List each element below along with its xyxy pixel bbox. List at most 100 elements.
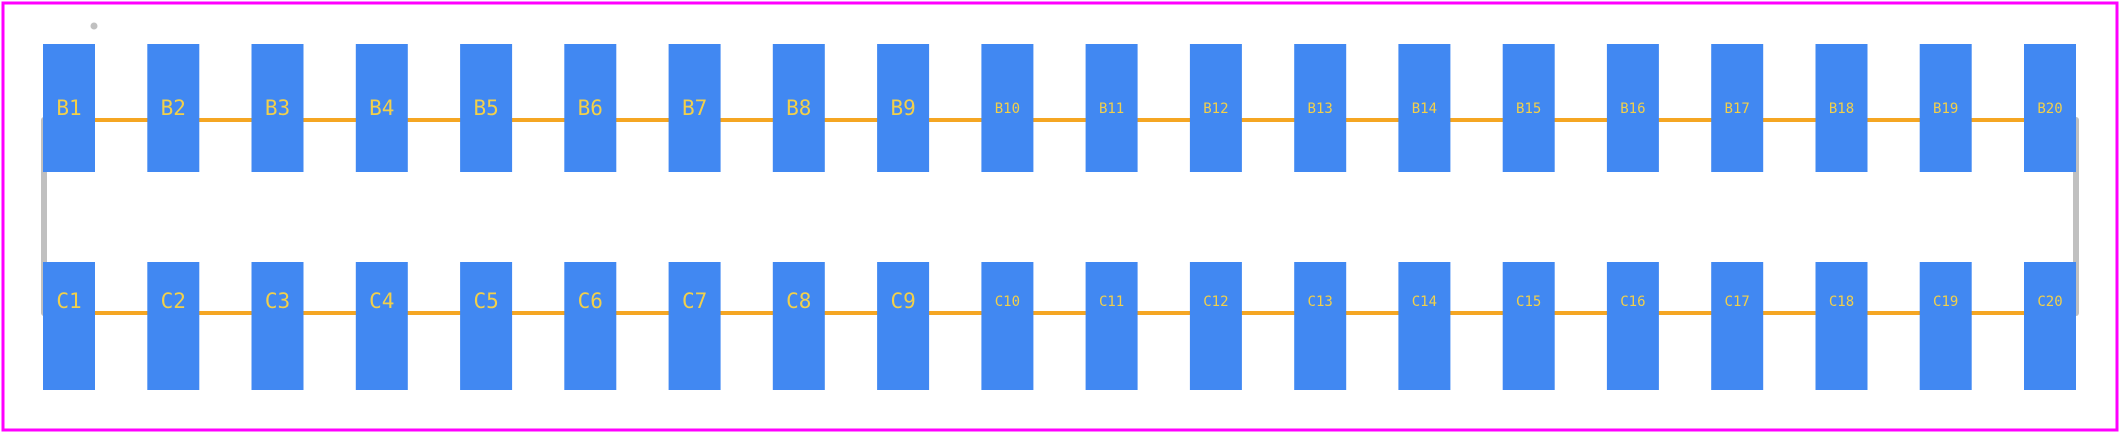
pad-b11[interactable]: B11 <box>1085 44 1138 172</box>
pad-label: C19 <box>1933 294 1958 310</box>
pad-shape <box>251 262 304 390</box>
pad-shape <box>981 44 1034 172</box>
pad-label: B6 <box>578 96 603 120</box>
pad-c7[interactable]: C7 <box>668 262 721 390</box>
pad-label: B11 <box>1099 101 1124 117</box>
pad-shape <box>251 44 304 172</box>
pad-shape <box>877 44 930 172</box>
pad-label: B18 <box>1829 101 1854 117</box>
pad-label: B13 <box>1308 101 1333 117</box>
pad-b4[interactable]: B4 <box>355 44 408 172</box>
pad-label: C4 <box>369 289 394 313</box>
pad-c17[interactable]: C17 <box>1711 262 1764 390</box>
pad-b13[interactable]: B13 <box>1294 44 1347 172</box>
pad-b5[interactable]: B5 <box>460 44 513 172</box>
pad-b7[interactable]: B7 <box>668 44 721 172</box>
pad-c10[interactable]: C10 <box>981 262 1034 390</box>
pad-b16[interactable]: B16 <box>1606 44 1659 172</box>
pad-b1[interactable]: B1 <box>43 44 95 172</box>
pad-label: C7 <box>682 289 707 313</box>
pad-label: C16 <box>1620 294 1645 310</box>
pad-b3[interactable]: B3 <box>251 44 304 172</box>
pad-c19[interactable]: C19 <box>1919 262 1972 390</box>
pad-label: C15 <box>1516 294 1541 310</box>
pad-c2[interactable]: C2 <box>147 262 200 390</box>
pad-shape <box>460 262 513 390</box>
pad-shape <box>877 262 930 390</box>
pad-shape <box>1711 262 1764 390</box>
pad-b6[interactable]: B6 <box>564 44 617 172</box>
pad-label: B3 <box>265 96 290 120</box>
pad-c20[interactable]: C20 <box>2024 262 2076 390</box>
pad-c3[interactable]: C3 <box>251 262 304 390</box>
pad-b8[interactable]: B8 <box>772 44 825 172</box>
pad-label: C9 <box>890 289 915 313</box>
pad-c18[interactable]: C18 <box>1815 262 1868 390</box>
pad-shape <box>564 262 617 390</box>
pad-c4[interactable]: C4 <box>355 262 408 390</box>
pad-shape <box>460 44 513 172</box>
pad-label: B15 <box>1516 101 1541 117</box>
pad-c14[interactable]: C14 <box>1398 262 1451 390</box>
pad-shape <box>1815 44 1868 172</box>
pad-shape <box>1294 44 1347 172</box>
pad-b10[interactable]: B10 <box>981 44 1034 172</box>
pad-shape <box>668 262 721 390</box>
pad-shape <box>147 262 200 390</box>
pad-c16[interactable]: C16 <box>1606 262 1659 390</box>
pad-b2[interactable]: B2 <box>147 44 200 172</box>
pad-shape <box>1294 262 1347 390</box>
pad-shape <box>2024 262 2076 390</box>
pad-shape <box>147 44 200 172</box>
pad-c13[interactable]: C13 <box>1294 262 1347 390</box>
pad-b17[interactable]: B17 <box>1711 44 1764 172</box>
pad-c12[interactable]: C12 <box>1189 262 1242 390</box>
pad-label: C3 <box>265 289 290 313</box>
pad-shape <box>1189 262 1242 390</box>
pad-label: C20 <box>2037 294 2062 310</box>
pad-shape <box>2024 44 2076 172</box>
pad-b9[interactable]: B9 <box>877 44 930 172</box>
pad-c8[interactable]: C8 <box>772 262 825 390</box>
pad-label: B12 <box>1203 101 1228 117</box>
pad-c6[interactable]: C6 <box>564 262 617 390</box>
pad-label: B9 <box>890 96 915 120</box>
pad-c1[interactable]: C1 <box>43 262 95 390</box>
pad-shape <box>1919 44 1972 172</box>
pin1-marker <box>90 22 98 30</box>
pad-label: C2 <box>161 289 186 313</box>
pad-label: B20 <box>2037 101 2062 117</box>
pad-b18[interactable]: B18 <box>1815 44 1868 172</box>
pad-b20[interactable]: B20 <box>2024 44 2076 172</box>
pad-shape <box>1189 44 1242 172</box>
pad-label: B14 <box>1412 101 1437 117</box>
pad-shape <box>1398 262 1451 390</box>
pad-shape <box>355 44 408 172</box>
pad-b12[interactable]: B12 <box>1189 44 1242 172</box>
pad-shape <box>772 262 825 390</box>
pad-b14[interactable]: B14 <box>1398 44 1451 172</box>
pad-label: C18 <box>1829 294 1854 310</box>
pad-label: B17 <box>1725 101 1750 117</box>
pad-shape <box>1502 262 1555 390</box>
pad-c11[interactable]: C11 <box>1085 262 1138 390</box>
pad-b15[interactable]: B15 <box>1502 44 1555 172</box>
pad-b19[interactable]: B19 <box>1919 44 1972 172</box>
pad-label: C8 <box>786 289 811 313</box>
pad-shape <box>668 44 721 172</box>
pad-shape <box>772 44 825 172</box>
pad-label: C6 <box>578 289 603 313</box>
pad-c9[interactable]: C9 <box>877 262 930 390</box>
pad-shape <box>1606 262 1659 390</box>
pad-c15[interactable]: C15 <box>1502 262 1555 390</box>
pad-label: B19 <box>1933 101 1958 117</box>
pad-shape <box>1919 262 1972 390</box>
pad-label: B16 <box>1620 101 1645 117</box>
pad-shape <box>1815 262 1868 390</box>
pad-c5[interactable]: C5 <box>460 262 513 390</box>
pad-shape <box>355 262 408 390</box>
pad-label: B2 <box>161 96 186 120</box>
pad-shape <box>1711 44 1764 172</box>
